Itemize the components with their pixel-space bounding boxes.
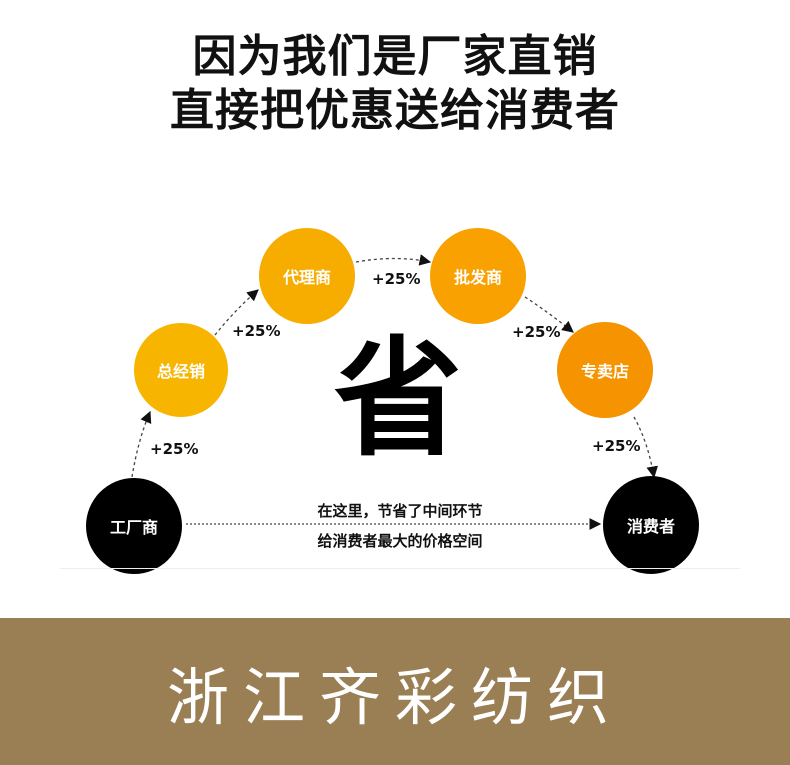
- brand-banner: 浙江齐彩纺织: [0, 618, 790, 765]
- node-general-distributor: 总经销: [134, 323, 228, 417]
- node-label: 工厂商: [109, 518, 158, 537]
- headline-line-2: 直接把优惠送给消费者: [170, 85, 620, 136]
- node-label: 总经销: [156, 362, 205, 381]
- node-wholesaler: 批发商: [430, 228, 526, 324]
- save-character: 省: [333, 325, 462, 474]
- markup-label: +25%: [512, 323, 561, 341]
- node-factory: 工厂商: [86, 478, 182, 574]
- center-note-line-2: 给消费者最大的价格空间: [317, 532, 483, 550]
- markup-label: +25%: [232, 322, 281, 340]
- divider: [60, 568, 740, 569]
- node-consumer: 消费者: [603, 476, 699, 574]
- node-label: 消费者: [626, 517, 675, 536]
- node-label: 专卖店: [580, 362, 629, 381]
- node-label: 批发商: [453, 268, 502, 287]
- center-note-line-1: 在这里，节省了中间环节: [317, 502, 483, 520]
- node-label: 代理商: [282, 268, 331, 287]
- markup-label: +25%: [592, 437, 641, 455]
- brand-name: 浙江齐彩纺织: [166, 660, 623, 734]
- markup-label: +25%: [150, 440, 199, 458]
- node-agent: 代理商: [259, 228, 355, 324]
- markup-label: +25%: [372, 270, 421, 288]
- headline-line-1: 因为我们是厂家直销: [192, 31, 598, 82]
- node-specialty-store: 专卖店: [557, 322, 653, 418]
